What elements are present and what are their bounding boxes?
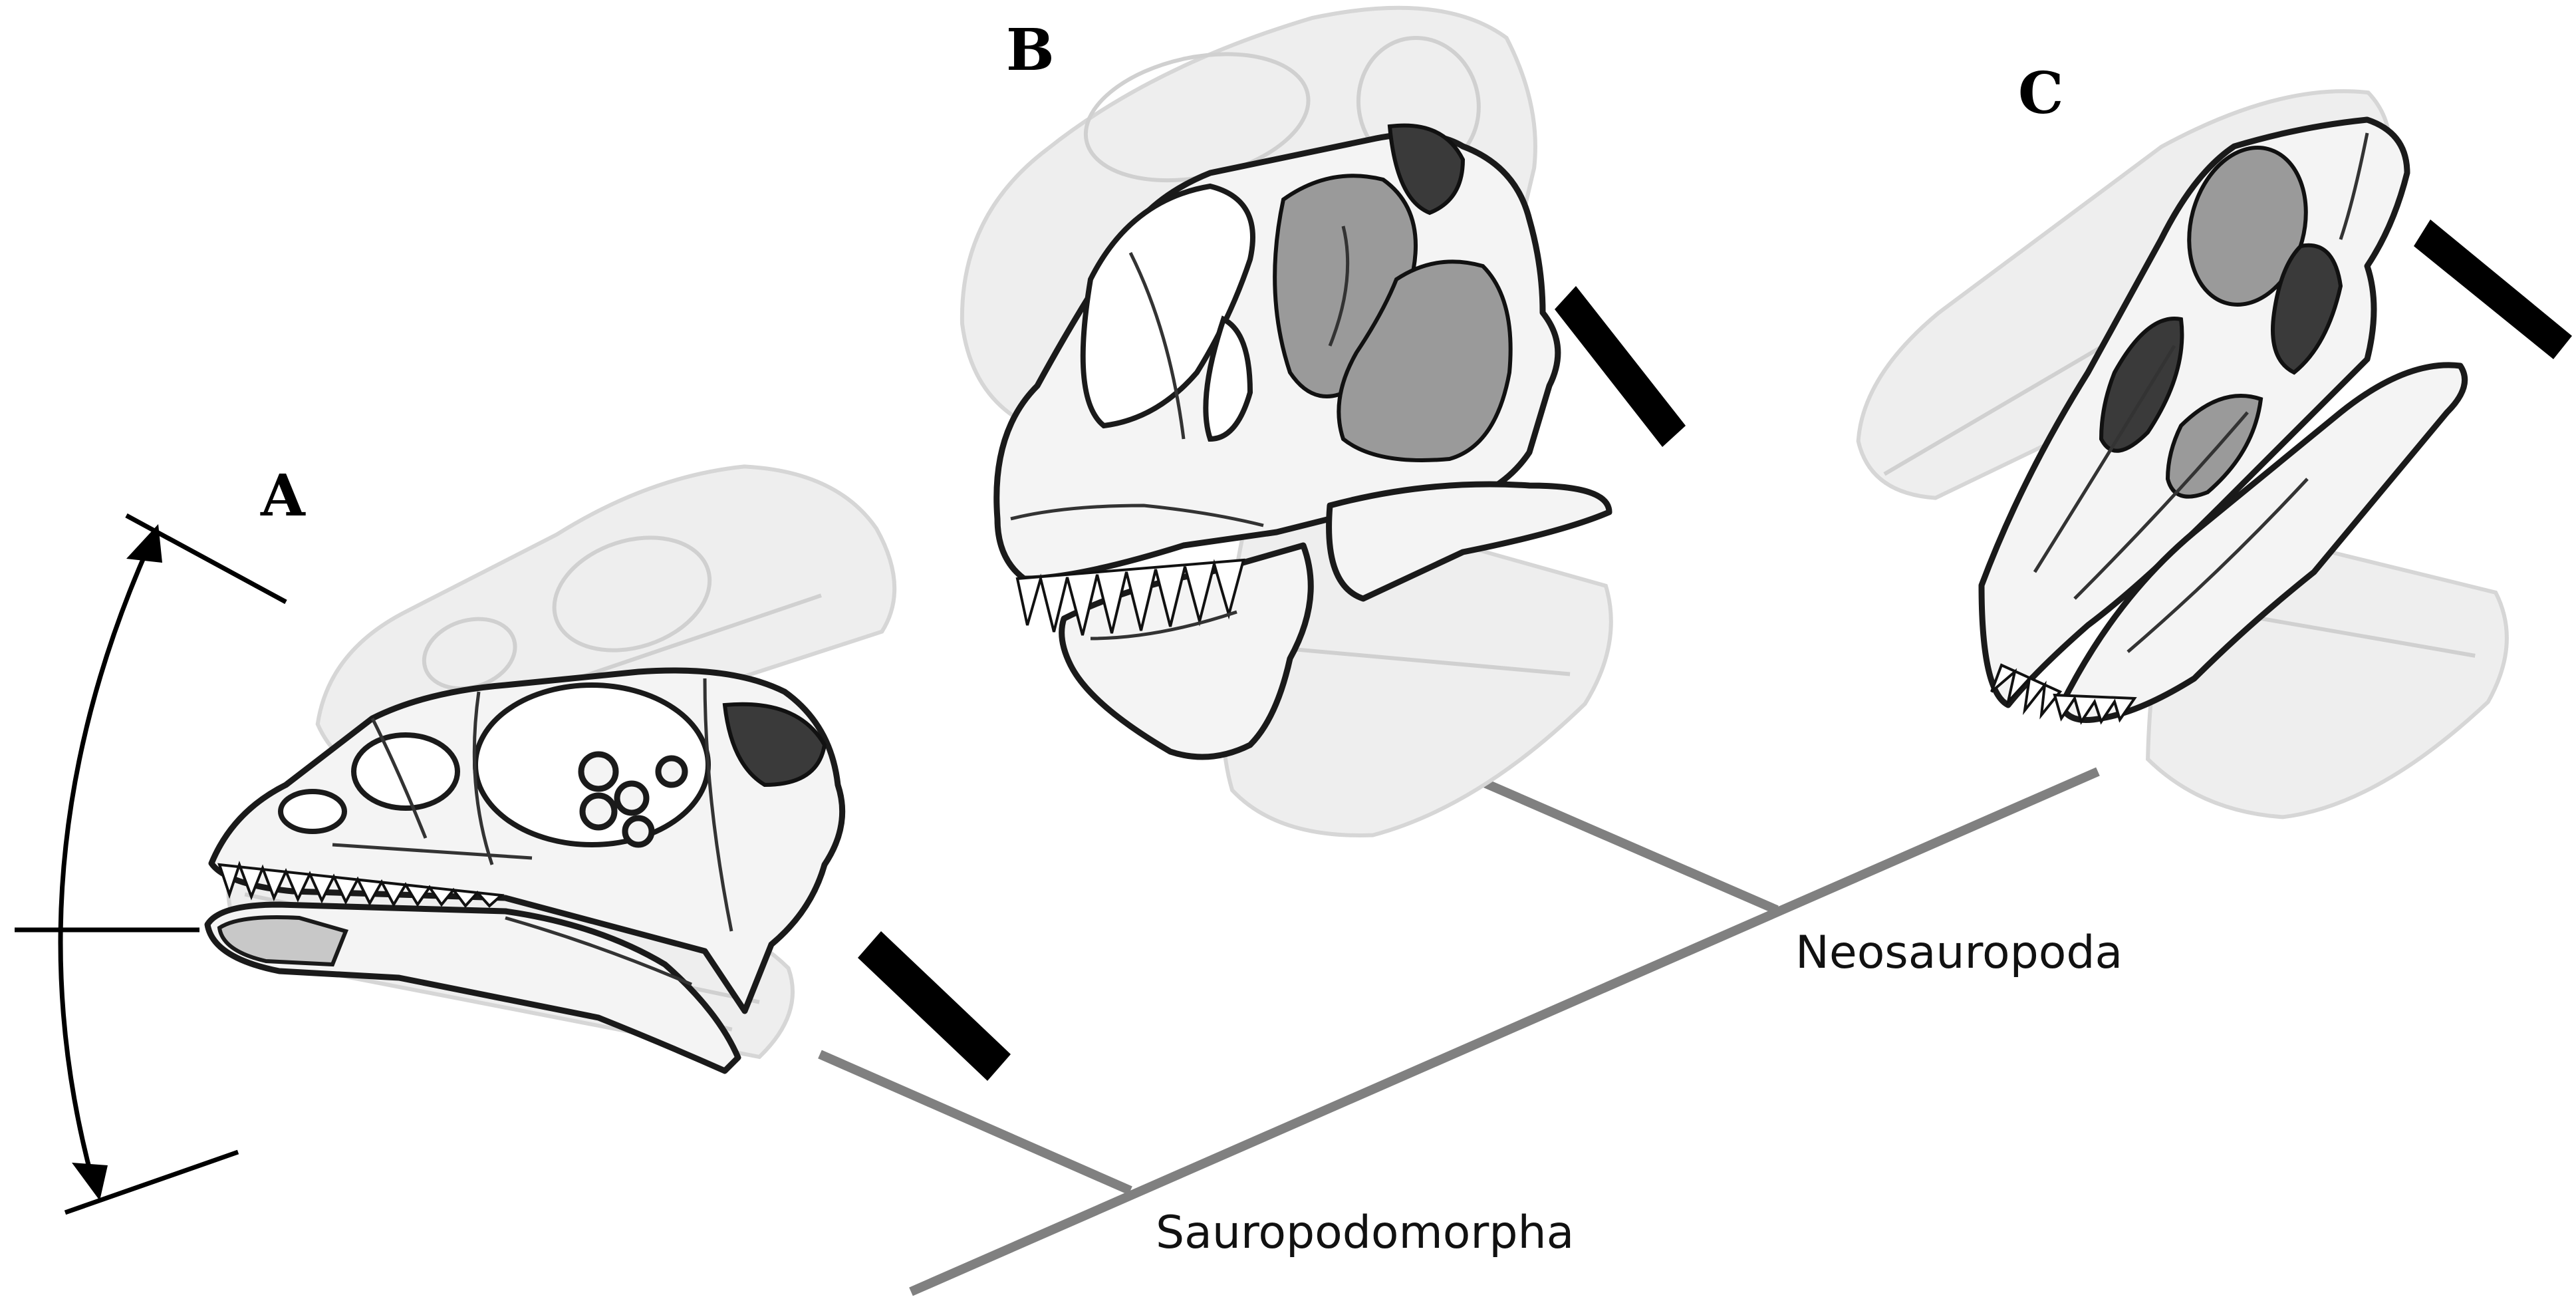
skull-b-upper-teeth [1015,558,1245,636]
skull-a-antorbital-fenestra [351,732,460,811]
skull-a-upper-teeth [217,861,505,909]
jaw-joint-bar-b [1555,286,1686,447]
skull-c-temporal-fenestra [2271,243,2343,375]
gape-arc [58,543,152,1183]
skull-a-sclerotic-elements [578,751,688,848]
skull-c-naris [2099,317,2184,453]
clade-label-sauropodomorpha: Sauropodomorpha [1156,1207,1574,1259]
gape-angle-indicator [15,513,287,1215]
panel-label-c: C [2018,60,2063,127]
skull-b-naris [1080,183,1255,429]
skull-a-naris [278,789,347,834]
gape-arrowhead-lower [72,1163,108,1201]
skull-c-lower-teeth [2053,693,2137,725]
skull-b-supratemporal-fenestra [1387,123,1466,216]
tree-branch-b [1461,769,1779,915]
skull-a-temporal-fenestra [722,702,827,788]
skull-c-upper-teeth [1990,663,2063,720]
phylogenetic-tree [818,767,2100,1296]
clade-label-neosauropoda: Neosauropoda [1795,927,2123,979]
skull-c-lower-jaw [2058,362,2468,723]
skull-b-antorbital-fenestra [1203,315,1253,442]
panel-label-b: B [1006,17,1055,84]
skull-c-antorbital-fenestra [2165,394,2263,499]
skull-b-bone-sutures [1010,225,1350,641]
tree-branch-a [818,1050,1132,1195]
tree-root-branch [909,767,2100,1296]
skull-c-bone-sutures [2033,132,2369,653]
skull-a-bone-sutures [332,678,733,986]
skull-illustration-b [960,5,1686,837]
gape-arrowhead-upper [126,524,162,563]
skull-c-orbit [2187,146,2308,307]
skull-b-temporal-fenestra [1337,259,1513,462]
panel-label-a: A [260,462,306,529]
jaw-joint-bar-a [858,931,1011,1081]
skull-illustration-a [15,464,1011,1215]
gape-line-lower [64,1149,239,1215]
skull-b-quadrate-process [1326,481,1612,602]
skull-illustration-c [1856,89,2572,819]
jaw-joint-bar-c [2414,219,2572,359]
skull-a-jaw-shading [217,915,349,967]
